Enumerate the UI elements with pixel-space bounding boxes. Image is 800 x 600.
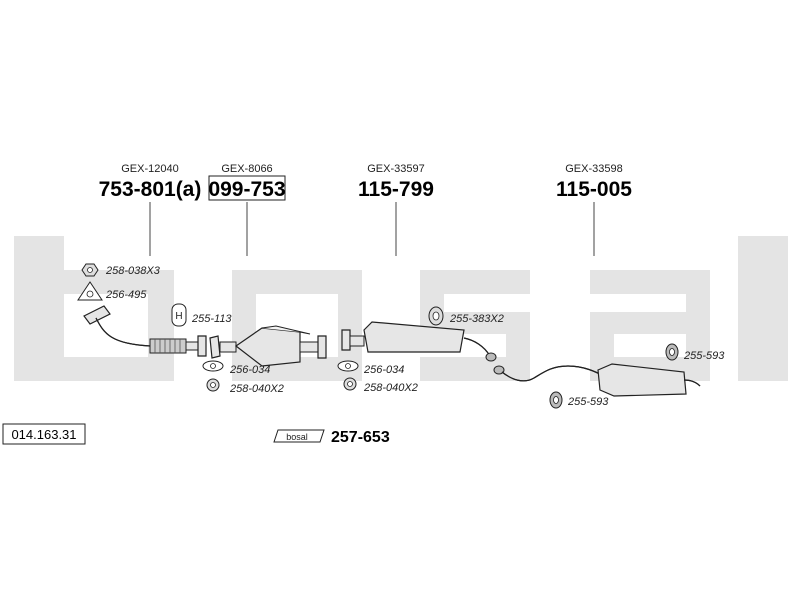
small-part-label-9: 255-593 — [683, 350, 725, 362]
gasket-icon — [202, 360, 224, 372]
rubber-mount-icon — [428, 306, 444, 326]
rear-silencer-part — [493, 363, 701, 397]
diagram-id: 014.163.31 — [11, 427, 76, 442]
nut-icon — [206, 378, 220, 392]
small-part-label-3: 255-113 — [191, 313, 232, 325]
kit-code: 257-653 — [331, 429, 390, 446]
catalytic-converter-part — [209, 325, 327, 367]
small-part-label-5: 258-040X2 — [229, 383, 284, 395]
section-4-gex-label: GEX-33598 — [565, 163, 622, 175]
small-part-label-2: 256-495 — [105, 289, 147, 301]
front-pipe-part — [83, 305, 207, 357]
small-part-label-6: 256-034 — [363, 364, 404, 376]
kit-label: bosal — [286, 432, 308, 442]
section-1-part-number: 753-801(a) — [99, 178, 202, 201]
small-part-label-1: 258-038X3 — [105, 265, 161, 277]
middle-silencer-part — [341, 321, 497, 362]
gasket-icon — [77, 281, 103, 301]
mounting-kit-badge: bosal — [273, 429, 325, 443]
section-2-gex-label: GEX-8066 — [221, 163, 272, 175]
gasket-icon — [337, 360, 359, 372]
rubber-mount-icon — [665, 343, 679, 361]
svg-text:H: H — [175, 311, 182, 322]
small-part-label-10: 255-593 — [567, 396, 609, 408]
nut-icon — [343, 377, 357, 391]
section-2-part-box — [208, 175, 286, 201]
nut-icon — [81, 263, 99, 277]
section-2-part-number: 099-753 — [208, 178, 285, 201]
small-part-label-7: 258-040X2 — [363, 382, 418, 394]
rubber-mount-icon — [549, 391, 563, 409]
section-4-part-number: 115-005 — [556, 178, 632, 201]
diagram-id-box — [2, 423, 86, 445]
section-3-gex-label: GEX-33597 — [367, 163, 424, 175]
small-part-label-4: 256-034 — [229, 364, 270, 376]
section-1-gex-label: GEX-12040 — [121, 163, 178, 175]
clamp-icon: H — [171, 303, 187, 327]
small-part-label-8: 255-383X2 — [449, 313, 504, 325]
section-3-part-number: 115-799 — [358, 178, 434, 201]
